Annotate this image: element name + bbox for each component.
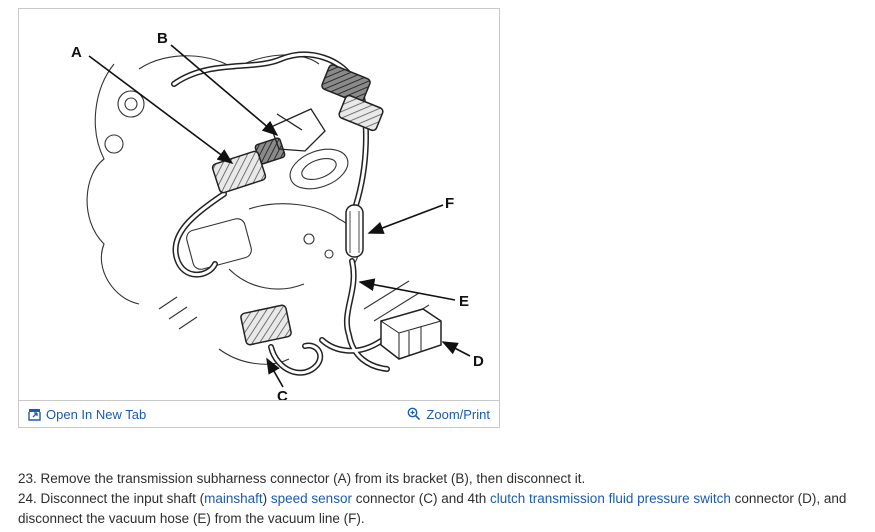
step-24-text-3: connector (C) and 4th: [351, 491, 491, 506]
callout-arrows: [88, 44, 471, 388]
arrow-e: [358, 278, 456, 301]
open-in-new-tab-link[interactable]: Open In New Tab: [28, 407, 146, 422]
link-clutch-pressure-switch[interactable]: clutch transmission fluid pressure switc…: [490, 491, 731, 506]
step-24-text-4: connector (D), and disconnect the vacuum…: [18, 491, 847, 526]
arrow-f: [367, 204, 444, 234]
zoom-print-label: Zoom/Print: [426, 406, 490, 422]
diagram-label-d: D: [473, 353, 484, 370]
diagram-label-e: E: [459, 293, 469, 310]
engine-outline-graphic: [86, 54, 430, 365]
arrow-a: [88, 55, 234, 164]
callout-labels: A B C D E F: [71, 30, 484, 400]
connector-a-graphic: [211, 137, 286, 194]
diagram-panel: A B C D E F Open In New Tab: [18, 8, 500, 428]
tube-f-graphic: [345, 204, 364, 258]
step-24-text-2: ): [262, 491, 271, 506]
diagram-label-a: A: [71, 44, 82, 61]
arrow-c: [266, 357, 284, 388]
bracket-b-graphic: [270, 108, 326, 152]
instructions: 23. Remove the transmission subharness c…: [18, 469, 863, 529]
connector-c-graphic: [240, 304, 292, 346]
magnifier-plus-icon: [407, 407, 421, 421]
arrow-d: [441, 341, 471, 357]
connector-d-graphic: [380, 308, 442, 360]
open-in-new-tab-label: Open In New Tab: [46, 406, 147, 422]
step-24: 24. Disconnect the input shaft (mainshaf…: [18, 489, 863, 529]
link-mainshaft[interactable]: mainshaft: [204, 491, 263, 506]
link-speed-sensor[interactable]: speed sensor: [270, 491, 352, 506]
diagram-label-f: F: [445, 195, 454, 212]
step-24-text-1: 24. Disconnect the input shaft (: [18, 491, 205, 506]
engine-diagram: A B C D E F: [71, 30, 484, 400]
harness-connectors-graphic: [321, 64, 384, 132]
diagram-label-b: B: [157, 30, 168, 47]
diagram-area: A B C D E F: [19, 9, 499, 400]
open-in-new-tab-icon: [28, 408, 41, 421]
arrow-b: [170, 44, 279, 137]
step-23: 23. Remove the transmission subharness c…: [18, 469, 863, 489]
step-23-text: 23. Remove the transmission subharness c…: [18, 471, 586, 486]
diagram-label-c: C: [277, 388, 288, 400]
panel-footer: Open In New Tab Zoom/Print: [19, 400, 499, 427]
zoom-print-link[interactable]: Zoom/Print: [407, 407, 490, 422]
